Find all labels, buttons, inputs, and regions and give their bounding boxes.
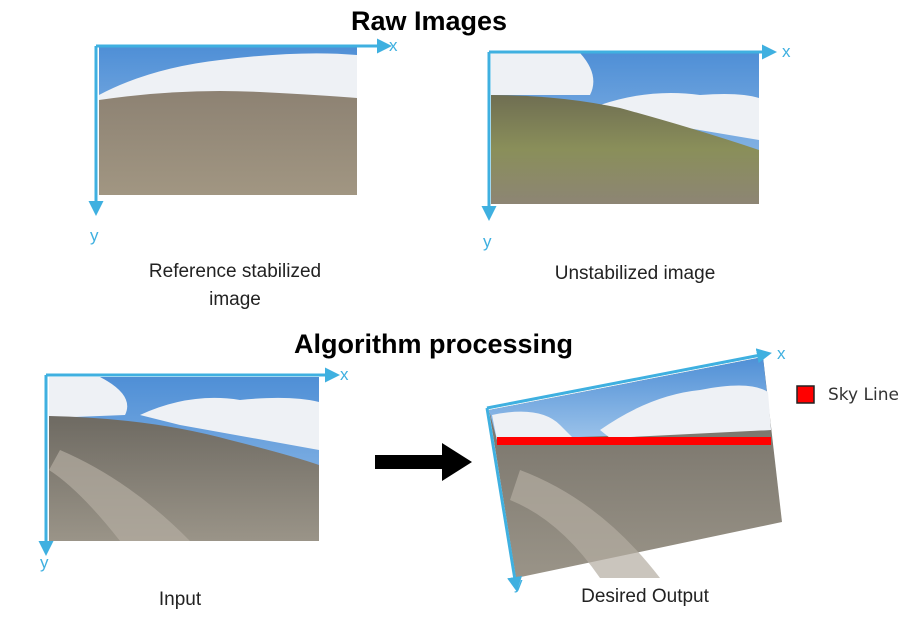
axis-y-label: y [483,232,492,251]
axes-reference [88,38,392,216]
axis-y-label: y [90,226,99,245]
axes-unstabilized [481,44,777,221]
axis-y-label: y [514,574,523,593]
process-arrow [375,443,472,481]
axis-x-label: x [389,36,398,55]
axis-x-label: x [782,42,791,61]
photo-unstabilized [491,53,759,204]
legend-swatch [796,385,815,404]
axis-y-label: y [40,553,49,572]
caption-reference: Reference stabilized image [148,261,322,310]
legend-label: Sky Line [828,385,899,405]
photo-output [489,357,782,578]
axes-output [485,348,772,592]
title-raw-images: Raw Images [351,6,508,36]
caption-unstabilized: Unstabilized image [554,263,716,284]
photo-input [49,377,319,541]
title-algorithm-processing: Algorithm processing [294,329,574,359]
photo-reference [99,47,357,195]
caption-output: Desired Output [581,586,709,607]
caption-input: Input [158,589,202,610]
axes-input [38,367,340,556]
axis-x-label: x [777,344,786,363]
axis-x-label: x [340,365,349,384]
